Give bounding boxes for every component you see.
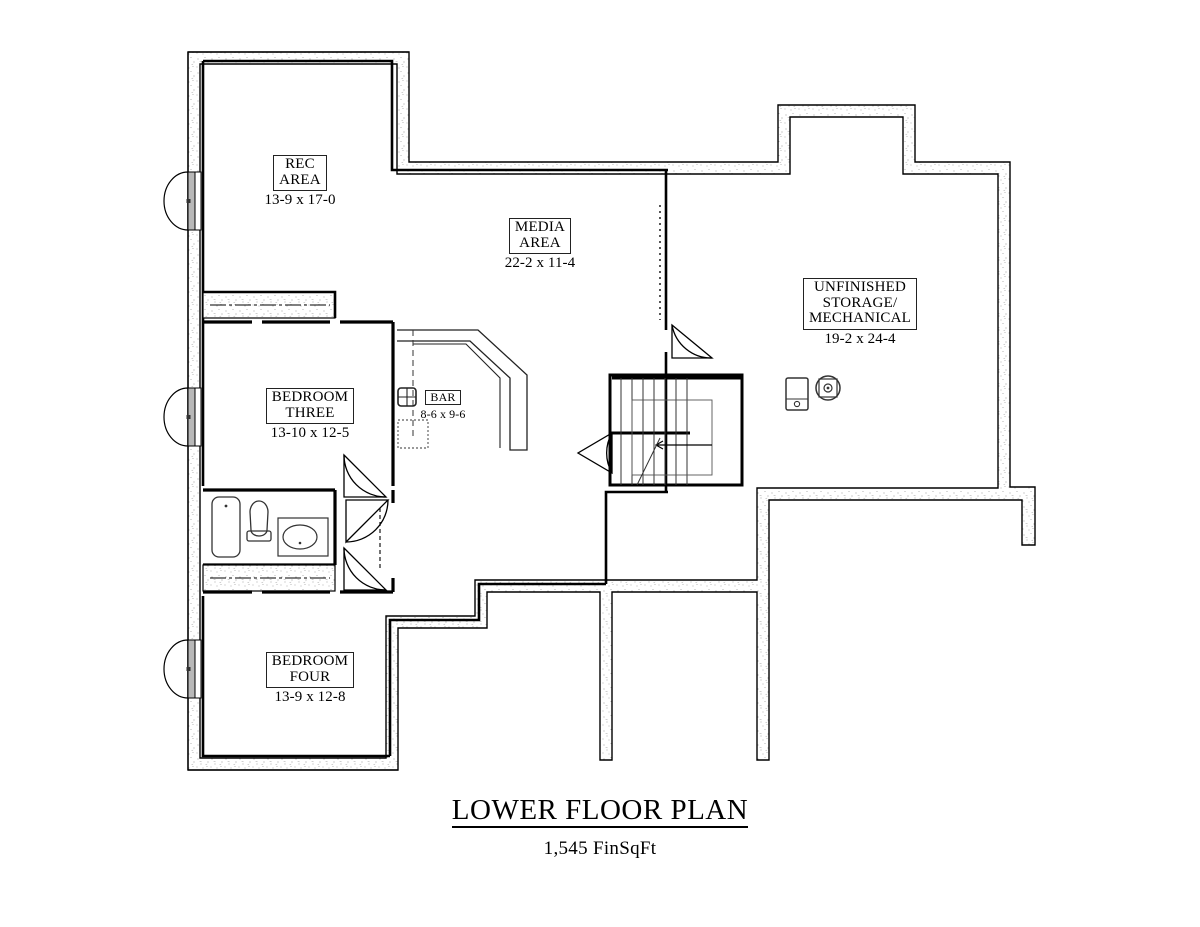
mechanical-equipment — [785, 375, 841, 411]
closet-upper-wall — [203, 290, 337, 318]
rec-area-line1: REC — [285, 156, 315, 172]
media-area-line1: MEDIA — [514, 219, 566, 235]
plan-area: 1,545 FinSqFt — [543, 838, 657, 860]
stair-break-line — [636, 437, 661, 486]
finished-wall-inner-line — [203, 59, 668, 172]
bathroom-fixtures — [211, 496, 329, 558]
bedroom-four-dims: 13-9 x 12-8 — [274, 689, 346, 706]
title-block: LOWER FLOOR PLAN 1,545 FinSqFt — [0, 795, 1200, 860]
bar-counter — [397, 329, 528, 451]
furnace-icon — [785, 377, 809, 411]
room-label-bar: BAR 8-6 x 9-6 — [404, 388, 482, 422]
room-label-bedroom-four: BEDROOM FOUR 13-9 x 12-8 — [235, 652, 385, 706]
plan-title-wrapper: LOWER FLOOR PLAN — [0, 795, 1200, 829]
storage-line2: STORAGE/ — [822, 294, 898, 311]
finished-wall-inner-line-5 — [604, 490, 668, 584]
room-label-rec-area: REC AREA 13-9 x 17-0 — [240, 155, 360, 209]
bedroom-three-line2: THREE — [285, 404, 335, 421]
plan-title: LOWER FLOOR PLAN — [451, 795, 749, 829]
bar-line1: BAR — [430, 390, 456, 404]
toilet-icon — [246, 500, 272, 542]
door-bathroom — [343, 453, 390, 544]
window-bedroom-four — [163, 639, 202, 699]
storage-line3: MECHANICAL — [809, 310, 911, 327]
bathtub-drain — [224, 504, 228, 508]
foundation-shell — [187, 51, 1036, 771]
bar-counter-inner — [413, 343, 501, 448]
bedroom-four-line1: BEDROOM — [271, 653, 349, 669]
bar-dims: 8-6 x 9-6 — [420, 407, 466, 421]
bathtub-icon — [211, 496, 241, 558]
windows — [163, 171, 202, 699]
room-label-unfinished-storage: UNFINISHED STORAGE/ MECHANICAL 19-2 x 24… — [785, 278, 935, 348]
door-swings — [343, 323, 714, 591]
vanity-sink-icon — [277, 517, 329, 557]
bedroom-four-line2: FOUR — [289, 668, 331, 685]
room-label-media-area: MEDIA AREA 22-2 x 11-4 — [470, 218, 610, 272]
bar-sink-icon — [397, 387, 417, 407]
stair-direction-arrow — [654, 440, 712, 450]
rec-area-dims: 13-9 x 17-0 — [264, 192, 336, 209]
interior-partitions — [202, 290, 395, 594]
finished-wall-inner-line-4 — [388, 582, 606, 756]
stair-run-outline — [631, 399, 713, 476]
staircase — [608, 373, 744, 487]
bar-sink-base — [397, 419, 429, 449]
media-area-dims: 22-2 x 11-4 — [504, 255, 576, 272]
bedroom-three-dims: 13-10 x 12-5 — [270, 425, 350, 442]
water-heater-icon — [815, 375, 841, 401]
rec-area-line2: AREA — [279, 171, 321, 188]
media-area-line2: AREA — [519, 234, 561, 251]
window-rec-area — [163, 171, 202, 231]
stair-treads — [620, 378, 688, 485]
finished-wall-inner-line-3 — [201, 596, 390, 758]
bar-counter-outline — [397, 329, 528, 451]
storage-line1: UNFINISHED — [814, 279, 906, 295]
door-storage-upper — [671, 323, 714, 359]
storage-dims: 19-2 x 24-4 — [824, 330, 896, 347]
window-bedroom-three — [163, 387, 202, 447]
door-bedroom-four — [343, 546, 388, 591]
bedroom-three-line1: BEDROOM — [271, 389, 349, 405]
room-label-bedroom-three: BEDROOM THREE 13-10 x 12-5 — [235, 388, 385, 442]
door-stair-landing — [576, 431, 613, 475]
